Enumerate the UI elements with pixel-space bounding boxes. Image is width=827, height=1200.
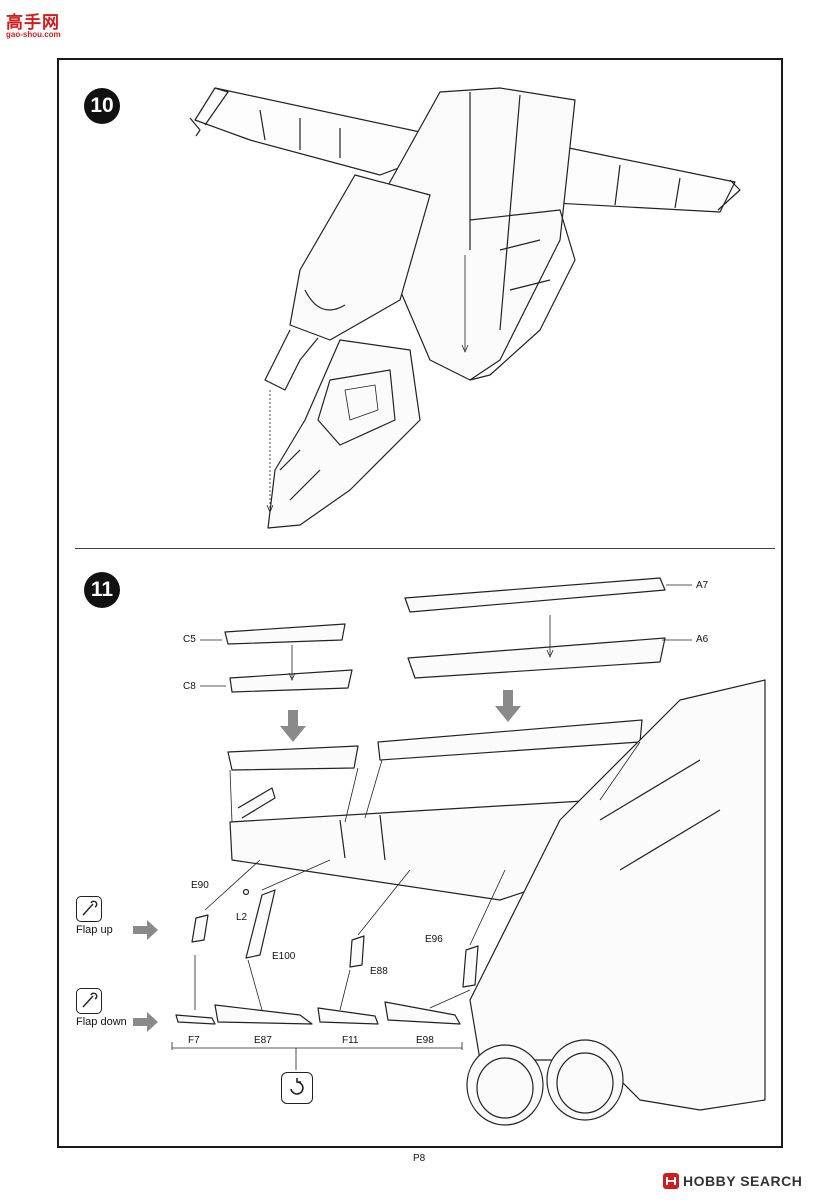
watermark-url: gao-shou.com [6,30,61,39]
hobby-search-logo: HOBBY SEARCH [663,1172,823,1192]
part-c8-shape [229,669,353,693]
flap-down-label: Flap down [76,1016,127,1028]
label-l2: L2 [236,912,248,923]
step-10-badge: 10 [84,88,120,124]
label-c8: C8 [183,681,196,692]
rotate-icon [281,1072,313,1104]
step-11-badge: 11 [84,572,120,608]
hobby-search-text: HOBBY SEARCH [683,1173,803,1189]
glue-brush-icon [76,896,102,922]
part-a6-shape [407,637,666,679]
label-e88: E88 [370,966,388,977]
glue-brush-icon [76,988,102,1014]
label-c5: C5 [183,634,196,645]
flap-up-label: Flap up [76,924,113,936]
label-f7: F7 [188,1035,200,1046]
label-e87: E87 [254,1035,272,1046]
right-arrow-icon [133,1012,158,1032]
watermark-title: 高手网 [6,13,60,33]
label-e90: E90 [191,880,209,891]
label-a6: A6 [696,634,709,645]
page-number: P8 [413,1153,426,1164]
part-c5-shape [224,623,346,645]
label-f11: F11 [342,1035,359,1046]
label-e98: E98 [416,1035,434,1046]
right-arrow-icon [133,920,158,940]
down-arrow-icon [495,690,521,722]
hobby-search-icon [663,1173,679,1189]
label-a7: A7 [696,580,709,591]
label-e100: E100 [272,951,296,962]
part-a7-shape [404,577,666,613]
section-divider [75,548,775,549]
down-arrow-icon [280,710,306,742]
instruction-frame [57,58,783,1148]
label-e96: E96 [425,934,443,945]
watermark-logo: 高手网 gao-shou.com [4,8,76,39]
